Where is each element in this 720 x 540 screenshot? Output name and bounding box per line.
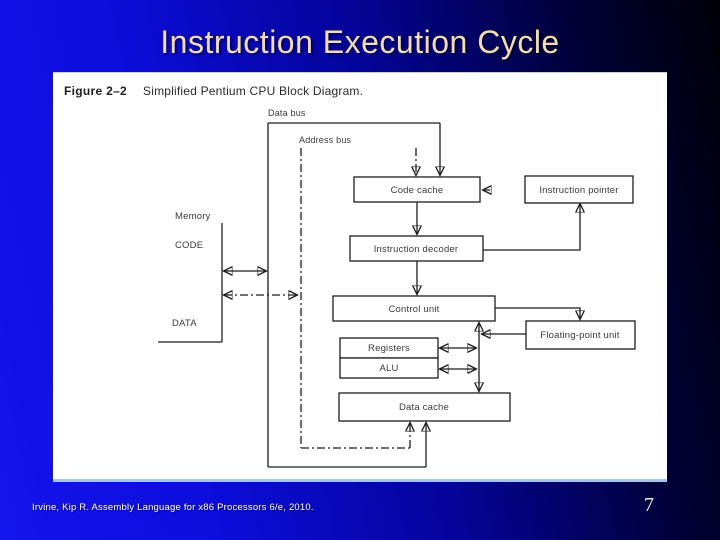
- instruction-decoder-box: [349, 235, 484, 262]
- address-bus-label: Address bus: [299, 135, 352, 145]
- data-bus-label: Data bus: [268, 108, 306, 118]
- floating-point-unit-box: [525, 320, 636, 350]
- memory-block: Memory CODE DATA: [158, 211, 223, 343]
- code-cache-box: [353, 176, 481, 203]
- address-bus-lines: Address bus: [224, 135, 416, 449]
- registers-label: Registers: [368, 343, 410, 354]
- alu-label: ALU: [379, 363, 398, 374]
- slide-title: Instruction Execution Cycle: [160, 24, 560, 60]
- control-unit-label: Control unit: [389, 304, 440, 315]
- cpu-connections: [417, 190, 580, 391]
- data-cache-box: [338, 392, 511, 422]
- figure-panel: Figure 2–2 Simplified Pentium CPU Block D…: [53, 72, 667, 482]
- figure-caption-text: Simplified Pentium CPU Block Diagram.: [143, 84, 364, 98]
- decoder-to-instruction-pointer-arrow-icon: [483, 204, 580, 251]
- page-number: 7: [644, 494, 654, 516]
- memory-code-label: CODE: [175, 240, 203, 251]
- cpu-block-diagram: Data bus Address bus Memory CODE: [158, 108, 636, 468]
- instruction-pointer-box: [524, 175, 634, 204]
- memory-data-label: DATA: [172, 318, 197, 329]
- instruction-decoder-label: Instruction decoder: [374, 244, 459, 255]
- figure-caption: Figure 2–2 Simplified Pentium CPU Block D…: [64, 82, 363, 100]
- figure-label: Figure 2–2: [64, 84, 128, 98]
- code-cache-label: Code cache: [391, 185, 444, 196]
- cpu-boxes: Code cache Instruction pointer Instructi…: [332, 175, 636, 422]
- memory-title: Memory: [175, 211, 211, 222]
- footer-citation: Irvine, Kip R. Assembly Language for x86…: [32, 502, 314, 513]
- data-cache-label: Data cache: [399, 402, 449, 413]
- floating-point-unit-label: Floating-point unit: [540, 330, 619, 341]
- alu-box: [339, 357, 439, 379]
- control-to-fpu-arrow-icon: [495, 307, 580, 319]
- instruction-pointer-label: Instruction pointer: [539, 185, 618, 196]
- control-unit-box: [332, 295, 496, 322]
